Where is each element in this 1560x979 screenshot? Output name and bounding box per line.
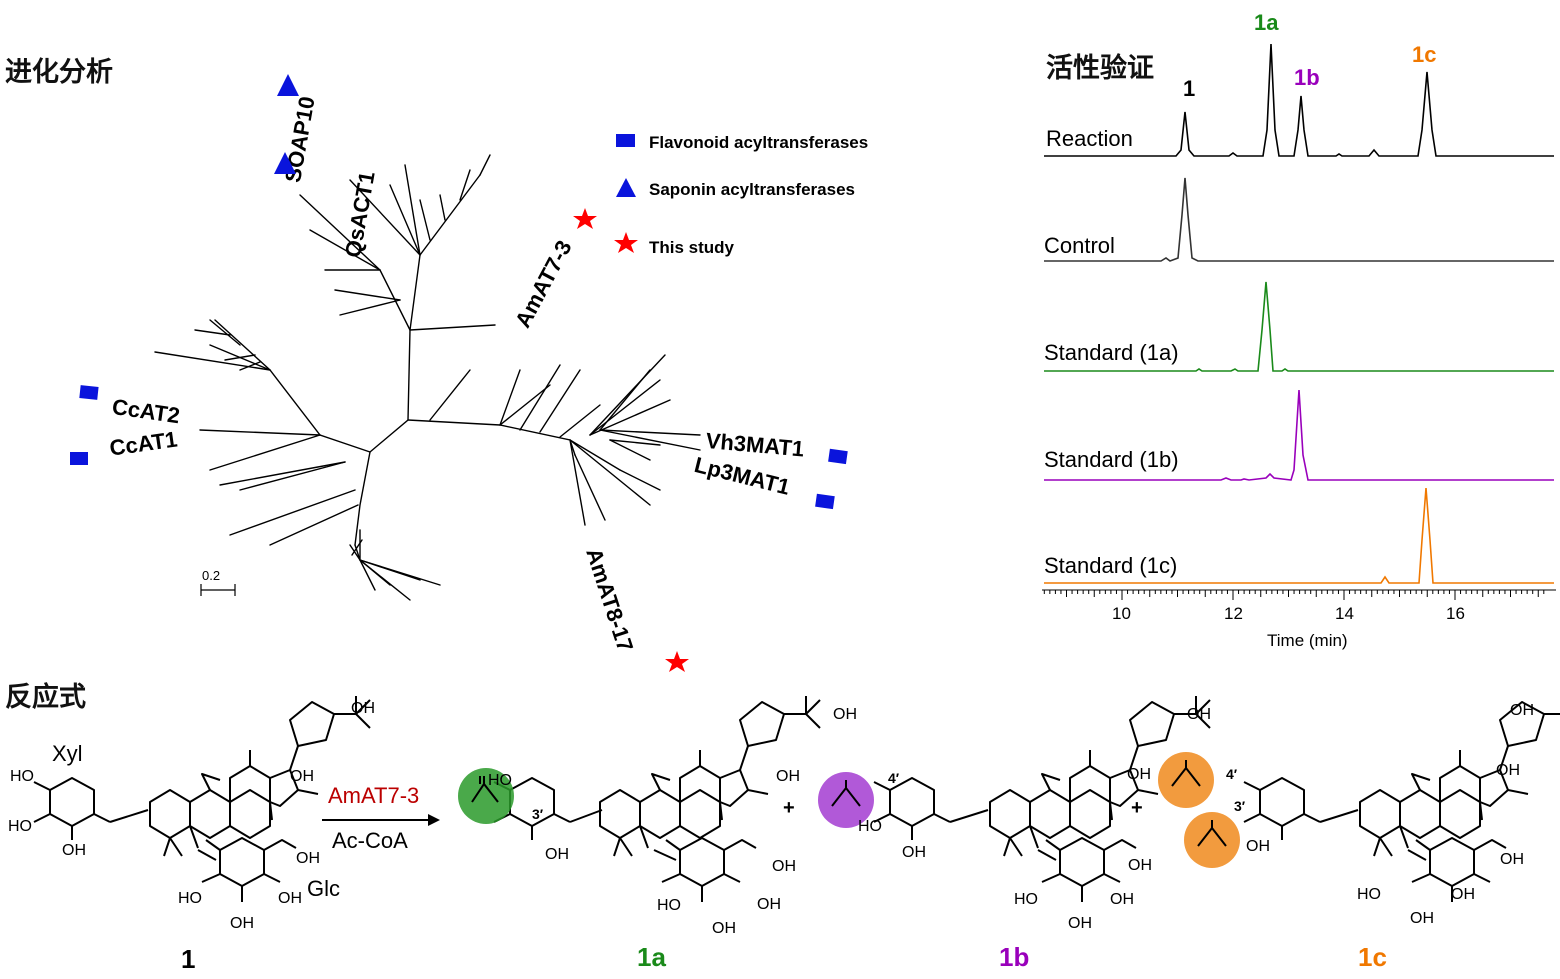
acetyl-highlight-orange <box>1184 812 1240 868</box>
legend-saponin-label: Saponin acyltransferases <box>649 180 855 199</box>
ho-label: HO <box>488 772 512 789</box>
oh-label: OH <box>1496 762 1520 779</box>
section-title-reaction: 反应式 <box>5 682 86 713</box>
trace-std1b <box>1044 389 1554 481</box>
position-4-label: 4′ <box>888 770 900 786</box>
ho-label: HO <box>858 818 882 835</box>
oh-label: OH <box>776 768 800 785</box>
peak-label-1a: 1a <box>1254 10 1279 35</box>
trace-label-control: Control <box>1044 233 1115 258</box>
oh-label: OH <box>1127 766 1151 783</box>
structure-1a <box>493 695 821 903</box>
enzyme-label: AmAT7-3 <box>328 783 420 808</box>
trace-std1c <box>1044 487 1554 584</box>
oh-label: OH <box>290 768 314 785</box>
peak-label-1: 1 <box>1183 76 1196 101</box>
section-title-activity: 活性验证 <box>1046 53 1154 84</box>
legend-flavonoid-square-icon <box>616 134 635 147</box>
oh-label: OH <box>1128 857 1152 874</box>
section-title-evolution: 进化分析 <box>5 57 113 88</box>
trace-control <box>1044 177 1554 262</box>
ho-label: HO <box>1357 886 1381 903</box>
structure-1 <box>33 695 371 903</box>
oh-label: OH <box>1510 702 1534 719</box>
oh-label: OH <box>833 706 857 723</box>
scale-bar-label: 0.2 <box>202 568 221 583</box>
legend-star-icon <box>614 232 638 253</box>
oh-label: OH <box>757 896 781 913</box>
acetyl-highlight-green <box>458 768 514 824</box>
flavonoid-square-icon <box>79 385 99 400</box>
compound-label-1: 1 <box>181 944 196 974</box>
oh-label: OH <box>230 915 254 932</box>
plus-sign: + <box>1131 797 1143 819</box>
oh-label: OH <box>902 844 926 861</box>
study-star-icon <box>665 651 689 672</box>
oh-label: OH <box>1410 910 1434 927</box>
hplc-chromatogram <box>1042 43 1556 600</box>
trace-label-std1c: Standard (1c) <box>1044 553 1178 578</box>
oh-label: OH <box>1068 915 1092 932</box>
x-tick-10: 10 <box>1112 604 1131 623</box>
x-tick-12: 12 <box>1224 604 1243 623</box>
saponin-triangle-icon <box>274 152 296 174</box>
peak-label-1b: 1b <box>1294 65 1320 90</box>
phylogenetic-tree <box>154 154 701 601</box>
cofactor-label: Ac-CoA <box>332 828 408 853</box>
oh-label: OH <box>296 850 320 867</box>
oh-label: OH <box>351 700 375 717</box>
ho-label: HO <box>178 890 202 907</box>
legend-flavonoid-label: Flavonoid acyltransferases <box>649 133 869 152</box>
tree-markers <box>70 74 848 672</box>
ho-label: HO <box>1014 891 1038 908</box>
x-axis-label: Time (min) <box>1267 631 1348 650</box>
x-tick-16: 16 <box>1446 604 1465 623</box>
oh-label: OH <box>278 890 302 907</box>
trace-reaction <box>1044 43 1554 157</box>
scale-bar <box>200 584 236 596</box>
structure-1c <box>1243 695 1560 903</box>
oh-label: OH <box>1451 886 1475 903</box>
peak-label-1c: 1c <box>1412 42 1437 67</box>
legend-study-label: This study <box>649 238 735 257</box>
trace-std1a <box>1044 281 1554 372</box>
position-3-label: 3′ <box>532 806 544 822</box>
structure-1b <box>873 695 1211 903</box>
trace-label-reaction: Reaction <box>1046 126 1133 151</box>
study-star-icon <box>573 208 597 229</box>
compound-label-1a: 1a <box>637 942 666 972</box>
trace-label-std1b: Standard (1b) <box>1044 447 1179 472</box>
oh-label: OH <box>712 920 736 937</box>
sugar-xyl-label: Xyl <box>52 741 83 766</box>
oh-label: OH <box>1110 891 1134 908</box>
ho-label: HO <box>8 818 32 835</box>
oh-label: OH <box>772 858 796 875</box>
oh-label: OH <box>62 842 86 859</box>
acetyl-highlight-purple <box>818 772 874 828</box>
oh-label: OH <box>1187 706 1211 723</box>
compound-label-1b: 1b <box>999 942 1030 972</box>
trace-label-std1a: Standard (1a) <box>1044 340 1179 365</box>
saponin-triangle-icon <box>277 74 299 96</box>
oh-label: OH <box>1246 838 1270 855</box>
ho-label: HO <box>10 768 34 785</box>
flavonoid-square-icon <box>815 493 835 510</box>
reaction-scheme <box>33 695 1560 903</box>
reaction-arrow <box>322 814 440 826</box>
flavonoid-square-icon <box>828 448 848 465</box>
acetyl-highlight-orange <box>1158 752 1214 808</box>
oh-label: OH <box>545 846 569 863</box>
flavonoid-square-icon <box>70 452 88 465</box>
oh-label: OH <box>1500 851 1524 868</box>
sugar-glc-label: Glc <box>307 876 340 901</box>
compound-label-1c: 1c <box>1358 942 1387 972</box>
legend-saponin-triangle-icon <box>616 178 636 197</box>
ho-label: HO <box>657 897 681 914</box>
position-3-label: 3′ <box>1234 798 1246 814</box>
position-4-label: 4′ <box>1226 766 1238 782</box>
plus-sign: + <box>783 797 795 819</box>
x-tick-14: 14 <box>1335 604 1354 623</box>
